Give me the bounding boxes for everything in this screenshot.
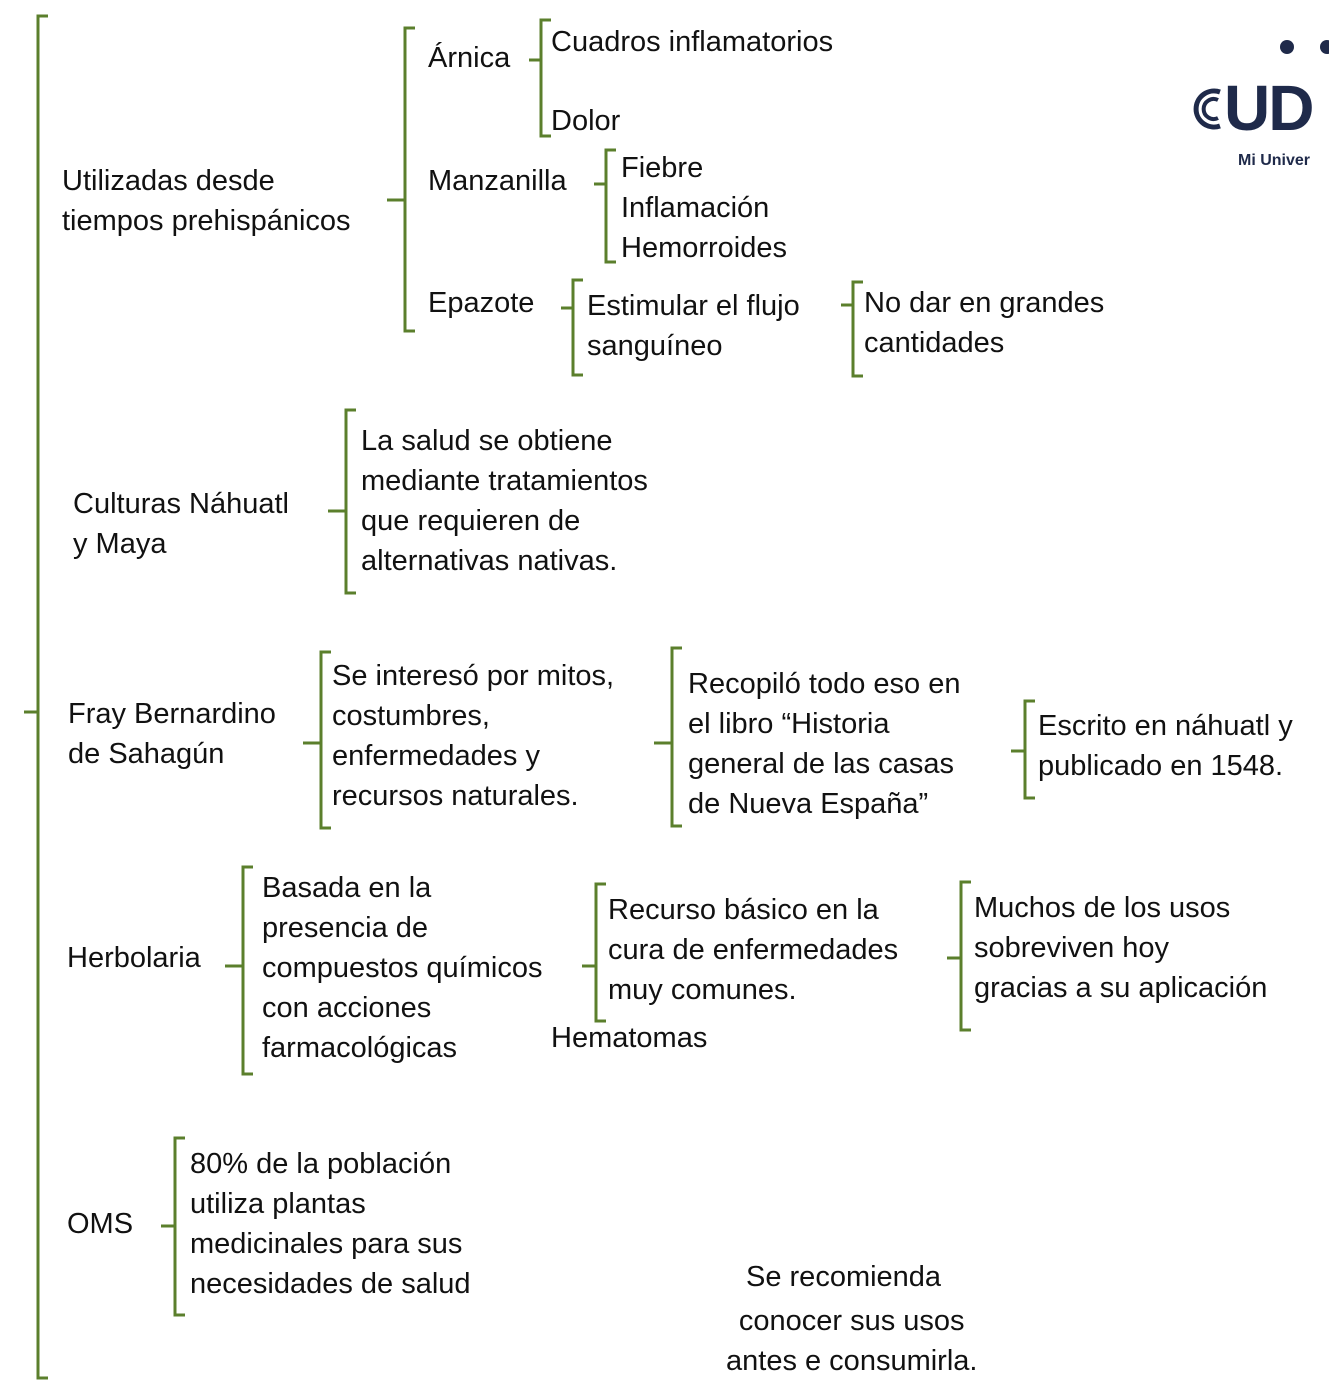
bracket-main [24,14,48,1380]
node-epazote-nota: No dar en grandes cantidades [864,287,1105,359]
bracket-utilizadas [387,26,415,333]
node-recomienda-2: conocer sus usos antes e consumirla. [726,1305,978,1377]
node-arnica-uso-2: Dolor [551,105,621,137]
node-manzanilla-usos: Fiebre Inflamación Hemorroides [621,152,787,264]
node-culturas-desc: La salud se obtiene mediante tratamiento… [361,425,648,577]
node-recomienda-1: Se recomienda [746,1261,942,1293]
bracket-herbolaria-recurso [582,882,606,1023]
bracket-epazote-nota [841,280,863,378]
node-herbolaria-base: Basada en la presencia de compuestos quí… [262,872,543,1064]
node-fray-libro: Recopiló todo eso en el libro “Historia … [688,668,961,820]
logo-dot [1320,40,1329,54]
logo-tagline: Mi Univer [1238,152,1311,169]
bracket-manzanilla [594,148,616,264]
node-manzanilla: Manzanilla [428,165,567,197]
bracket-fray-libro [654,646,682,828]
bracket-herbolaria-usos [947,880,971,1032]
node-epazote-uso: Estimular el flujo sanguíneo [587,290,800,362]
node-arnica: Árnica [428,42,511,74]
node-oms: OMS [67,1208,134,1240]
logo-ring-icon [1193,88,1221,130]
bracket-herbolaria [225,865,253,1076]
node-arnica-uso-1: Cuadros inflamatorios [551,26,834,58]
node-fray-interes: Se interesó por mitos, costumbres, enfer… [332,660,615,812]
bracket-fray-escrito [1011,699,1035,800]
logo-mark: UD [1224,72,1314,144]
node-herbolaria-usos: Muchos de los usos sobreviven hoy gracia… [974,892,1268,1004]
node-hematomas: Hematomas [551,1022,708,1054]
node-herbolaria-recurso: Recurso básico en la cura de enfermedade… [608,894,899,1006]
node-culturas: Culturas Náhuatl y Maya [73,488,289,560]
node-oms-desc: 80% de la población utiliza plantas medi… [190,1148,471,1300]
node-fray: Fray Bernardino de Sahagún [68,698,276,770]
node-utilizadas: Utilizadas desde tiempos prehispánicos [62,165,351,237]
bracket-culturas [328,408,356,595]
logo-dot [1280,40,1294,54]
bracket-arnica [529,18,551,138]
node-herbolaria: Herbolaria [67,942,201,974]
node-fray-escrito: Escrito en náhuatl y publicado en 1548. [1038,710,1293,782]
bracket-epazote [561,278,583,377]
bracket-oms [161,1136,185,1317]
university-logo: UD Mi Univer [1180,28,1329,178]
node-epazote: Epazote [428,287,535,319]
bracket-fray [303,650,331,830]
